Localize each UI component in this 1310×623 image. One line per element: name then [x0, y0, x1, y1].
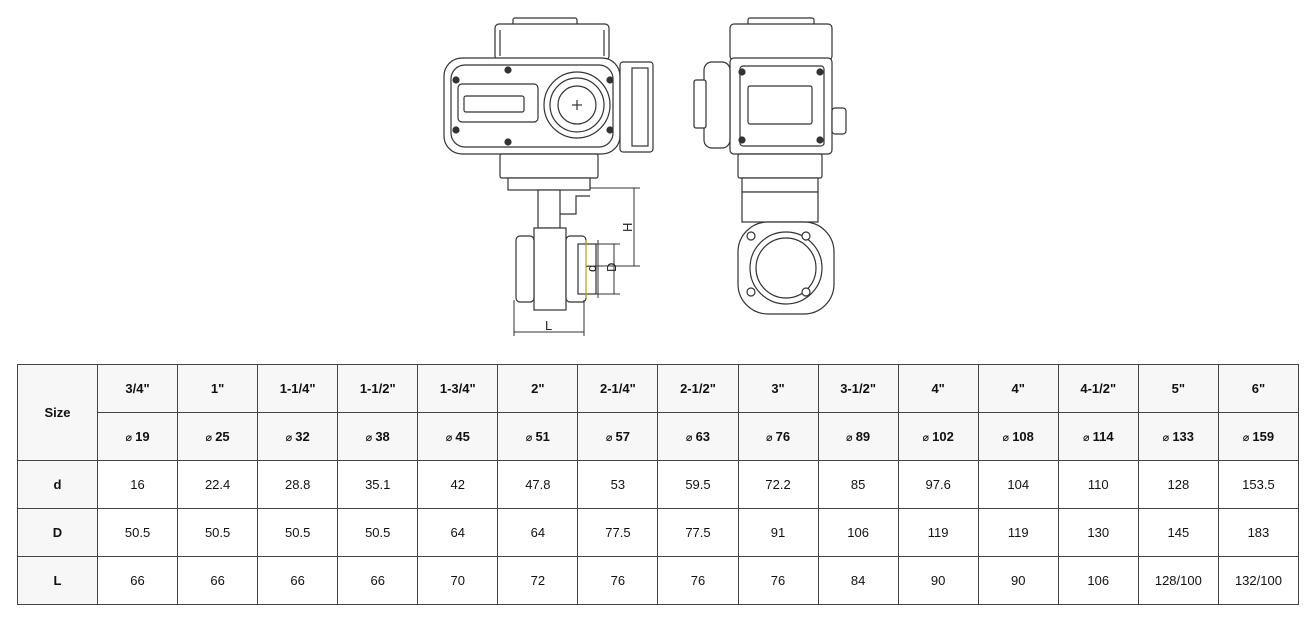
- size-mm-cell: 102: [897, 412, 979, 461]
- size-inch-cell: 1": [177, 364, 259, 413]
- D-value-cell: 119: [897, 508, 979, 557]
- table-row-size-inch: Size 3/4"1"1-1/4"1-1/2"1-3/4"2"2-1/4"2-1…: [17, 364, 1300, 461]
- dim-label-D: D: [604, 263, 619, 272]
- row-label-d: d: [17, 460, 98, 509]
- d-value-cell: 97.6: [897, 460, 979, 509]
- L-value-cell: 90: [897, 556, 979, 605]
- D-value-cell: 50.5: [177, 508, 259, 557]
- size-mm-cell: 114: [1057, 412, 1139, 461]
- row-label-D-upper: D: [17, 508, 98, 557]
- d-value-cell: 28.8: [257, 460, 339, 509]
- size-mm-cell: 159: [1217, 412, 1300, 461]
- L-value-cell: 84: [817, 556, 899, 605]
- L-value-cell: 66: [337, 556, 419, 605]
- size-inch-cell: 1-1/2": [337, 364, 419, 413]
- size-inch-cell: 1-3/4": [417, 364, 499, 413]
- D-value-cell: 50.5: [96, 508, 179, 557]
- d-value-cell: 153.5: [1217, 460, 1300, 509]
- size-inch-cell: 3-1/2": [817, 364, 899, 413]
- valve-technical-drawing: H D d L: [443, 17, 847, 336]
- D-value-cell: 50.5: [257, 508, 339, 557]
- D-value-cell: 77.5: [657, 508, 739, 557]
- d-value-cell: 16: [96, 460, 179, 509]
- d-value-cell: 53: [577, 460, 659, 509]
- size-inch-cell: 4": [897, 364, 979, 413]
- L-value-cell: 128/100: [1137, 556, 1219, 605]
- d-value-cell: 47.8: [497, 460, 579, 509]
- row-label-L: L: [17, 556, 98, 605]
- table-row-size-mm: 19253238455157637689102108114133159: [18, 412, 1300, 461]
- d-value-cell: 72.2: [737, 460, 819, 509]
- size-mm-cell: 76: [737, 412, 819, 461]
- size-mm-cell: 45: [417, 412, 499, 461]
- dim-label-L: L: [545, 318, 552, 333]
- size-inch-cell: 3": [737, 364, 819, 413]
- dimension-lines: [513, 187, 640, 336]
- d-value-cell: 22.4: [177, 460, 259, 509]
- D-value-cell: 91: [737, 508, 819, 557]
- dim-label-H: H: [620, 223, 635, 232]
- L-value-cell: 76: [737, 556, 819, 605]
- size-inch-cell: 3/4": [96, 364, 179, 413]
- front-view: [443, 17, 654, 311]
- size-mm-cell: 108: [977, 412, 1059, 461]
- size-mm-cell: 25: [177, 412, 259, 461]
- row-label-size: Size: [17, 364, 98, 461]
- d-value-cell: 35.1: [337, 460, 419, 509]
- size-mm-cell: 57: [577, 412, 659, 461]
- D-value-cell: 183: [1217, 508, 1300, 557]
- d-value-cell: 110: [1057, 460, 1139, 509]
- d-value-cell: 59.5: [657, 460, 739, 509]
- L-value-cell: 90: [977, 556, 1059, 605]
- size-mm-cell: 32: [257, 412, 339, 461]
- D-value-cell: 77.5: [577, 508, 659, 557]
- size-inch-cell: 1-1/4": [257, 364, 339, 413]
- L-value-cell: 66: [257, 556, 339, 605]
- size-mm-cell: 133: [1137, 412, 1219, 461]
- size-mm-cell: 38: [337, 412, 419, 461]
- d-value-cell: 128: [1137, 460, 1219, 509]
- L-value-cell: 76: [657, 556, 739, 605]
- D-value-cell: 106: [817, 508, 899, 557]
- D-value-cell: 50.5: [337, 508, 419, 557]
- size-mm-cell: 51: [497, 412, 579, 461]
- size-inch-cell: 2-1/4": [577, 364, 659, 413]
- L-value-cell: 132/100: [1217, 556, 1300, 605]
- dim-label-d: d: [584, 265, 599, 272]
- L-value-cell: 76: [577, 556, 659, 605]
- size-mm-cell: 19: [96, 412, 179, 461]
- size-inch-cell: 5": [1137, 364, 1219, 413]
- d-value-cell: 85: [817, 460, 899, 509]
- size-inch-cell: 6": [1217, 364, 1300, 413]
- D-value-cell: 64: [497, 508, 579, 557]
- D-value-cell: 64: [417, 508, 499, 557]
- d-value-cell: 42: [417, 460, 499, 509]
- L-value-cell: 106: [1057, 556, 1139, 605]
- d-value-cell: 104: [977, 460, 1059, 509]
- L-value-cell: 66: [177, 556, 259, 605]
- L-value-cell: 70: [417, 556, 499, 605]
- side-view: [693, 17, 847, 315]
- size-inch-cell: 2-1/2": [657, 364, 739, 413]
- size-mm-cell: 89: [817, 412, 899, 461]
- D-value-cell: 145: [1137, 508, 1219, 557]
- L-value-cell: 72: [497, 556, 579, 605]
- L-value-cell: 66: [96, 556, 179, 605]
- size-mm-cell: 63: [657, 412, 739, 461]
- D-value-cell: 130: [1057, 508, 1139, 557]
- spec-table: Size 3/4"1"1-1/4"1-1/2"1-3/4"2"2-1/4"2-1…: [17, 364, 1300, 605]
- D-value-cell: 119: [977, 508, 1059, 557]
- size-inch-cell: 2": [497, 364, 579, 413]
- size-inch-cell: 4-1/2": [1057, 364, 1139, 413]
- size-inch-cell: 4": [977, 364, 1059, 413]
